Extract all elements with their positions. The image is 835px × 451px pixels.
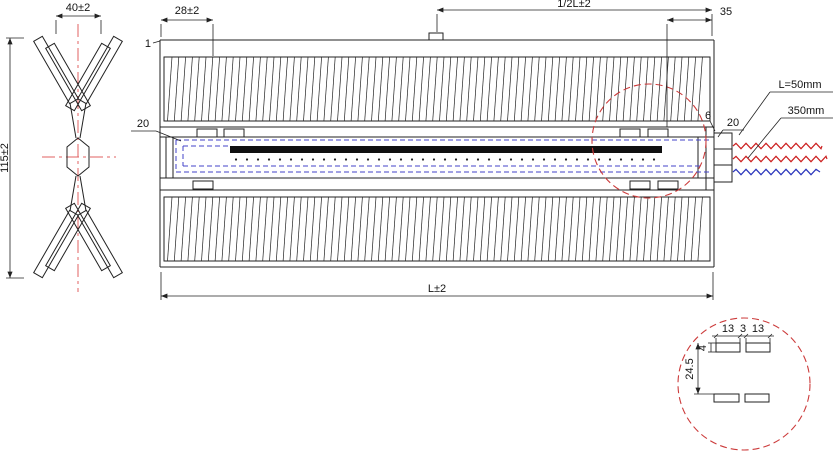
fin-hatching-top bbox=[167, 56, 703, 122]
red-wire-middle bbox=[732, 155, 828, 163]
spacer-clips bbox=[192, 128, 679, 190]
dim-24-5-label: 24.5 bbox=[684, 358, 696, 379]
dim-end-width-label: 40±2 bbox=[66, 2, 90, 14]
dim-4-label: 4 bbox=[697, 345, 709, 351]
dim-24-5: 24.5 bbox=[684, 343, 714, 395]
lead-wires bbox=[732, 142, 828, 176]
wire-tail-label: L=50mm bbox=[778, 79, 821, 91]
core-hexagon bbox=[66, 137, 90, 177]
dim-end-height: 115±2 bbox=[0, 37, 24, 279]
dim-4: 4 bbox=[697, 342, 716, 353]
top-tab bbox=[428, 32, 444, 40]
dim-13b-label: 13 bbox=[752, 323, 764, 335]
dim-end-height-label: 115±2 bbox=[0, 143, 11, 173]
coil-turn-dots bbox=[234, 158, 656, 161]
end-view: 40±2 115±2 bbox=[0, 2, 124, 292]
dim-13a-label: 13 bbox=[722, 323, 734, 335]
dim-13-3-13: 13 3 13 bbox=[712, 323, 774, 343]
detail-pads bbox=[713, 342, 771, 403]
dim-lead-left: 20 bbox=[131, 118, 182, 142]
body-outline bbox=[159, 32, 715, 268]
dim-lead-left-label: 20 bbox=[137, 118, 149, 130]
dim-end-width: 40±2 bbox=[55, 2, 102, 34]
dim-gap-label: 6 bbox=[705, 110, 711, 122]
wire-length-callouts: L=50mm 350mm bbox=[738, 79, 833, 159]
detail-view: 13 3 13 4 24.5 bbox=[677, 317, 811, 451]
dim-left-offset-label: 28±2 bbox=[175, 5, 199, 17]
dim-total-length: L±2 bbox=[160, 272, 714, 300]
coil-bar bbox=[230, 146, 662, 153]
dim-left-offset: 28±2 bbox=[160, 5, 214, 56]
blue-wire-bottom bbox=[732, 168, 821, 176]
detail-reference-circle bbox=[591, 83, 707, 199]
dim-gap: 6 bbox=[705, 110, 716, 132]
wire-lead-label: 350mm bbox=[788, 105, 825, 117]
fin-hatching-bottom bbox=[167, 196, 703, 262]
dim-wall-label: 1 bbox=[145, 38, 151, 50]
dim-wall: 1 bbox=[145, 38, 161, 50]
dim-total-length-label: L±2 bbox=[428, 283, 446, 295]
dim-right-offset-label: 35 bbox=[720, 6, 732, 18]
detail-view-circle bbox=[677, 317, 811, 451]
red-wire-top bbox=[732, 142, 823, 150]
main-view-section: 28±2 1 1/2L±2 35 20 6 20 bbox=[131, 0, 833, 300]
dim-right-offset: 35 bbox=[666, 6, 732, 127]
dim-half-length: 1/2L±2 bbox=[436, 0, 713, 36]
dim-3-label: 3 bbox=[740, 323, 746, 335]
terminal-block bbox=[713, 132, 733, 183]
dim-lead-right-label: 20 bbox=[727, 117, 739, 129]
fin-blades-bottom bbox=[32, 175, 124, 279]
fin-blades-top bbox=[32, 35, 124, 139]
dim-half-length-label: 1/2L±2 bbox=[557, 0, 591, 10]
heating-element-hidden bbox=[175, 139, 710, 173]
dim-lead-right: 20 bbox=[717, 117, 744, 138]
